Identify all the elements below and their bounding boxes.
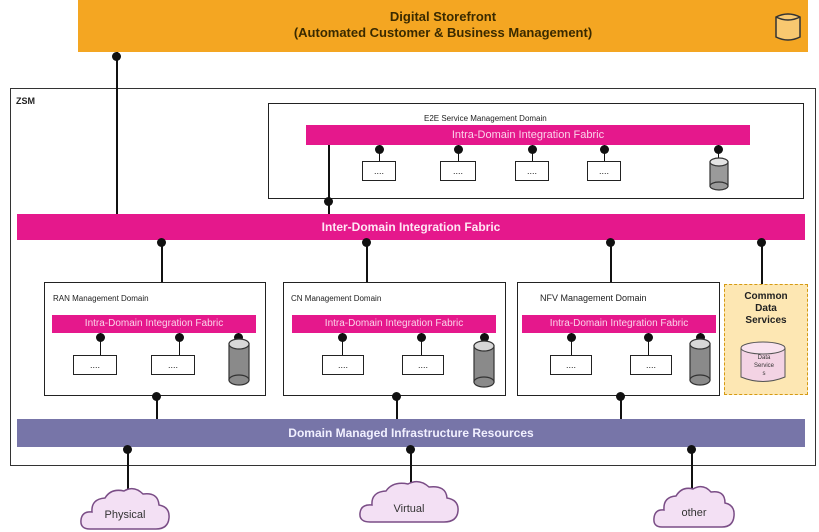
nfv-database-icon [689, 338, 711, 386]
connector-dot [175, 333, 184, 342]
connector-line [127, 447, 129, 495]
ran-domain-title: RAN Management Domain [53, 294, 149, 303]
connector-dot [417, 333, 426, 342]
cn-domain-title: CN Management Domain [291, 294, 382, 303]
connector-dot [644, 333, 653, 342]
connector-line [421, 333, 423, 355]
cn-box: .... [322, 355, 364, 375]
nfv-domain-title: NFV Management Domain [540, 293, 647, 303]
connector-dot [392, 392, 401, 401]
connector-dot [338, 333, 347, 342]
infrastructure-resources-bar: Domain Managed Infrastructure Resources [17, 419, 805, 447]
cloud-label-virtual: Virtual [393, 503, 425, 515]
e2e-box: .... [587, 161, 621, 181]
connector-line [100, 333, 102, 355]
nfv-box: .... [630, 355, 672, 375]
connector-line [620, 396, 622, 419]
data-services-database-icon [740, 341, 786, 382]
common-title-line: Services [745, 315, 787, 326]
connector-line [610, 240, 612, 282]
connector-line [342, 333, 344, 355]
virtual-cloud-icon [359, 480, 459, 523]
connector-line [179, 333, 181, 355]
cloud-label-other: other [681, 507, 707, 519]
data-services-label: Data Service s [753, 355, 774, 377]
storefront-database-icon [775, 13, 801, 41]
physical-cloud-icon [80, 487, 170, 530]
nfv-management-domain [517, 282, 720, 396]
nfv-box: .... [550, 355, 592, 375]
cn-intra-fabric: Intra-Domain Integration Fabric [292, 315, 496, 333]
connector-dot [528, 145, 537, 154]
nfv-intra-fabric: Intra-Domain Integration Fabric [522, 315, 716, 333]
zsm-label: ZSM [16, 96, 35, 106]
connector-line [691, 447, 693, 491]
e2e-box: .... [362, 161, 396, 181]
common-title-line: Data [755, 303, 777, 314]
connector-line [648, 333, 650, 355]
connector-dot [616, 392, 625, 401]
connector-dot [714, 145, 723, 154]
connector-dot [96, 333, 105, 342]
other-cloud-icon [653, 485, 735, 528]
ran-box: .... [73, 355, 117, 375]
connector-dot [480, 333, 489, 342]
connector-dot [567, 333, 576, 342]
cn-box: .... [402, 355, 444, 375]
common-title-line: Common [744, 291, 788, 302]
e2e-box: .... [515, 161, 549, 181]
connector-line [161, 240, 163, 282]
e2e-box: .... [440, 161, 476, 181]
ran-intra-fabric: Intra-Domain Integration Fabric [52, 315, 256, 333]
storefront-subtitle: (Automated Customer & Business Managemen… [293, 25, 593, 40]
connector-line [571, 333, 573, 355]
connector-line [761, 240, 763, 284]
connector-line [156, 396, 158, 419]
ran-box: .... [151, 355, 195, 375]
digital-storefront-bar: Digital Storefront (Automated Customer &… [78, 0, 808, 52]
inter-domain-fabric: Inter-Domain Integration Fabric [17, 214, 805, 240]
connector-dot [600, 145, 609, 154]
cloud-label-physical: Physical [104, 509, 146, 521]
connector-dot [112, 52, 121, 61]
cn-database-icon [473, 340, 495, 388]
connector-line [116, 52, 118, 214]
e2e-domain-title: E2E Service Management Domain [424, 114, 547, 123]
connector-dot [454, 145, 463, 154]
connector-line [410, 447, 412, 487]
e2e-database-icon [709, 157, 729, 191]
cn-management-domain [283, 282, 506, 396]
storefront-title: Digital Storefront [389, 9, 497, 24]
e2e-intra-fabric: Intra-Domain Integration Fabric [306, 125, 750, 145]
connector-line [396, 396, 398, 419]
connector-line [366, 240, 368, 282]
connector-dot [375, 145, 384, 154]
connector-dot [234, 333, 243, 342]
connector-dot [696, 333, 705, 342]
connector-line [328, 145, 330, 214]
ran-database-icon [228, 338, 250, 386]
connector-dot [324, 197, 333, 206]
connector-dot [152, 392, 161, 401]
